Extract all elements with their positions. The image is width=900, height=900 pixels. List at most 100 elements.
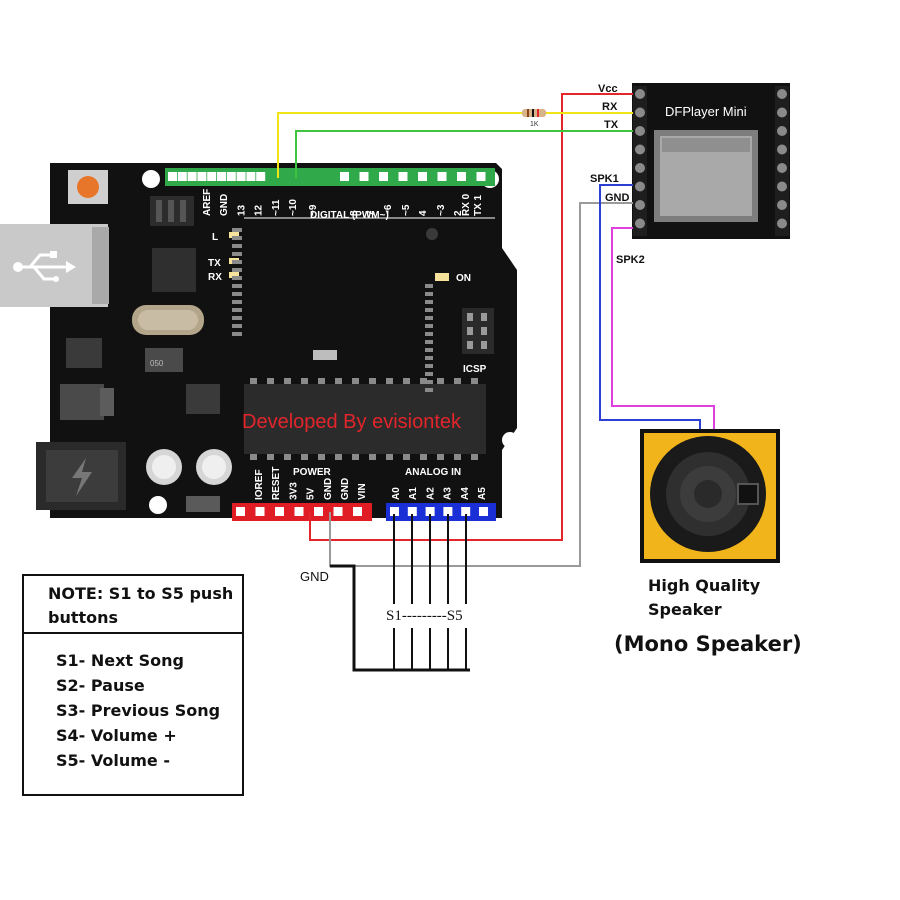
dfplayer-pin	[777, 163, 787, 173]
header-hole	[226, 172, 236, 181]
note-heading: NOTE: S1 to S5 push buttons	[24, 576, 242, 634]
chip-pin	[267, 454, 274, 460]
resistor-label: 1K	[530, 121, 539, 128]
side-pin	[232, 308, 242, 312]
watermark-text: Developed By evisiontek	[242, 411, 462, 433]
pin-label: A4	[460, 487, 471, 500]
chip-pin	[454, 454, 461, 460]
capacitor-top	[202, 455, 226, 479]
dfplayer-pin	[777, 107, 787, 118]
chip-pin	[250, 378, 257, 384]
analog-header-label: ANALOG IN	[405, 467, 461, 478]
header-hole	[256, 172, 266, 181]
chip-pins	[250, 454, 478, 460]
side-pin	[232, 324, 242, 328]
pin-label: A5	[477, 487, 488, 500]
chip-pin	[369, 378, 376, 384]
pin-label-gnd: GND	[605, 192, 630, 204]
pin-label: TX 1	[473, 194, 484, 216]
chip-pin	[454, 378, 461, 384]
chip-pin	[318, 378, 325, 384]
chip-pin	[352, 454, 359, 460]
chip-pin	[301, 454, 308, 460]
usb-connector-face	[92, 227, 109, 304]
side-pin	[425, 364, 433, 368]
side-pin	[232, 260, 242, 264]
header-hole	[340, 172, 349, 181]
chip-pin	[335, 454, 342, 460]
pin-label: RESET	[271, 467, 282, 500]
chip-pin	[403, 378, 410, 384]
side-pin	[232, 244, 242, 248]
header-hole	[359, 172, 369, 181]
lightning-icon	[72, 458, 92, 496]
side-pin	[232, 276, 242, 280]
header-hole	[255, 507, 265, 516]
header-hole	[457, 172, 466, 181]
chip-pin	[284, 378, 291, 384]
on-label: ON	[456, 273, 471, 284]
resistor: 1K	[522, 109, 546, 128]
pin-label-vcc: Vcc	[598, 83, 618, 95]
mounting-hole	[502, 432, 518, 448]
header-holes	[168, 172, 486, 181]
op-amp-chip	[186, 384, 220, 414]
speaker-type-label: (Mono Speaker)	[614, 632, 802, 656]
dfplayer-pin	[777, 200, 787, 210]
led-rx	[229, 272, 239, 278]
note-item: S3- Previous Song	[56, 701, 221, 720]
led-on	[435, 273, 449, 281]
header-hole	[187, 172, 197, 181]
crystal-inner	[138, 310, 198, 330]
chip-pin	[437, 378, 444, 384]
dfplayer-pin	[635, 218, 645, 229]
mounting-hole	[149, 496, 167, 514]
pin-label: IOREF	[254, 469, 265, 500]
header-hole	[168, 172, 177, 181]
speaker-dust-cap	[694, 480, 722, 508]
header-hole	[461, 507, 471, 516]
side-pin	[425, 356, 433, 360]
gnd-label: GND	[300, 569, 329, 584]
pin-label: 13	[236, 204, 247, 216]
chip-pin	[335, 378, 342, 384]
header-hole	[418, 172, 427, 181]
header-hole	[177, 172, 187, 181]
diode	[186, 496, 220, 512]
pin-label: 8	[349, 210, 360, 216]
usb-chip	[152, 248, 196, 292]
side-pin	[232, 228, 242, 232]
buttons-label: S1---------S5	[386, 608, 463, 624]
pin-label: 4	[418, 210, 429, 216]
chip-pin	[403, 454, 410, 460]
pin-label: ~9	[308, 204, 319, 216]
wire-rx	[277, 112, 633, 178]
header-hole	[333, 507, 343, 516]
dfplayer-pin	[635, 200, 645, 210]
voltage-regulator	[66, 338, 102, 368]
note-item: S1- Next Song	[56, 651, 185, 670]
speaker-caption-line2: Speaker	[648, 600, 722, 619]
side-pin	[232, 332, 242, 336]
pin-label: A0	[391, 487, 402, 500]
dfplayer-pin	[635, 181, 645, 192]
note-list: S1- Next Song S2- Pause S3- Previous Son…	[24, 634, 242, 773]
wire-vcc	[309, 93, 633, 541]
dfplayer-pin-strip	[775, 86, 789, 236]
note-item: S2- Pause	[56, 676, 145, 695]
dfplayer-pin-strip	[633, 86, 647, 236]
header-hole	[294, 507, 304, 516]
pin-label: 7	[366, 210, 377, 216]
reset-button	[77, 176, 99, 198]
chip-pin	[369, 454, 376, 460]
pin-label: GND	[219, 194, 230, 216]
side-pin	[425, 372, 433, 376]
pin-label: A3	[443, 487, 454, 500]
dfplayer-pin	[777, 181, 787, 192]
chip-pin	[420, 378, 427, 384]
dfplayer-pins	[635, 89, 787, 229]
header-hole	[437, 172, 447, 181]
header-holes	[236, 507, 362, 516]
wires	[277, 93, 715, 672]
